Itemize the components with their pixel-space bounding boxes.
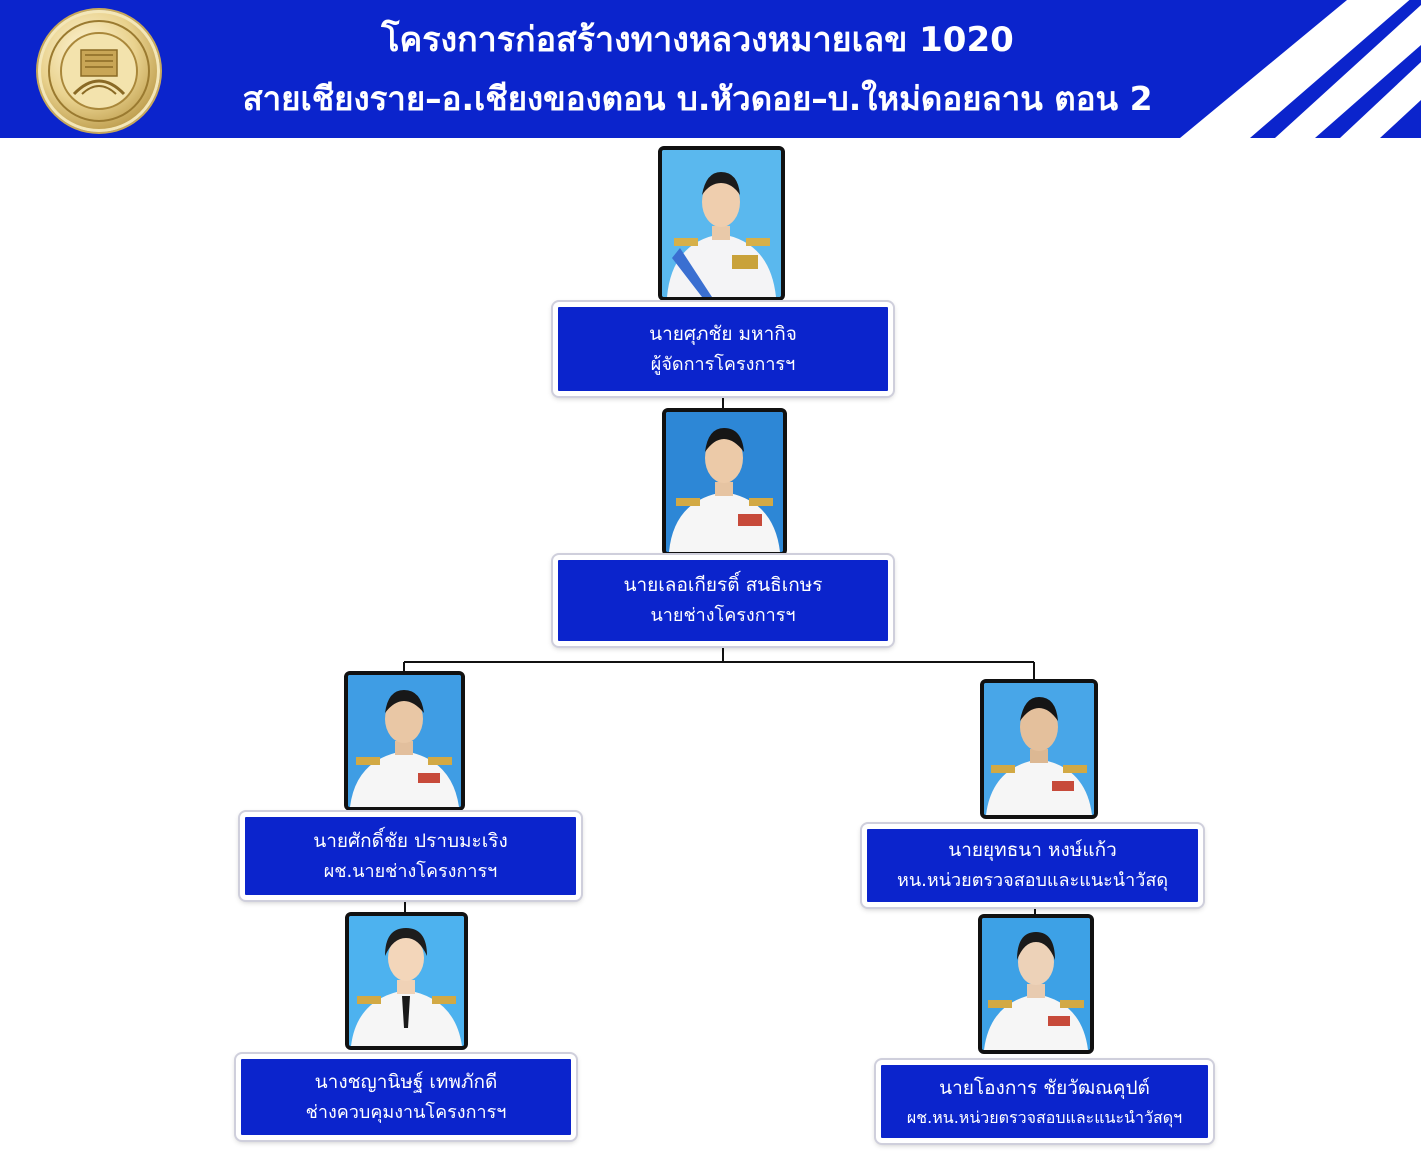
header-banner: โครงการก่อสร้างทางหลวงหมายเลข 1020 สายเช… [0, 0, 1421, 138]
card-work-supervisor: นางชญานิษฐ์ เทพภักดี ช่างควบคุมงานโครงกา… [236, 1054, 576, 1140]
card-project-engineer: นายเลอเกียรติ์ สนธิเกษร นายช่างโครงการฯ [553, 555, 893, 646]
page-subtitle: สายเชียงราย–อ.เชียงของตอน บ.หัวดอย–บ.ใหม… [242, 79, 1153, 118]
member-position: หน.หน่วยตรวจสอบและแนะนำวัสดุ [896, 870, 1169, 892]
member-position: ผู้จัดการโครงการฯ [650, 353, 796, 375]
header-stripes [1180, 0, 1421, 138]
member-position: ช่างควบคุมงานโครงการฯ [305, 1101, 507, 1123]
person-photo-icon [348, 675, 461, 807]
photo-project-manager [658, 146, 785, 301]
card-inspection-assistant: นายโองการ ชัยวัฒณคุปต์ ผช.หน.หน่วยตรวจสอ… [876, 1060, 1213, 1143]
card-assistant-engineer: นายศักดิ์ชัย ปราบมะเริง ผช.นายช่างโครงกา… [240, 812, 581, 900]
member-position: นายช่างโครงการฯ [650, 605, 796, 627]
member-name: นายโองการ ชัยวัฒณคุปต์ [939, 1076, 1150, 1099]
photo-inspection-assistant [978, 914, 1094, 1054]
person-photo-icon [982, 918, 1090, 1050]
person-photo-icon [662, 150, 781, 297]
card-inspection-head: นายยุทธนา หงษ์แก้ว หน.หน่วยตรวจสอบและแนะ… [862, 824, 1203, 907]
card-project-manager: นายศุภชัย มหากิจ ผู้จัดการโครงการฯ [553, 302, 893, 396]
person-photo-icon [984, 683, 1094, 815]
member-name: นายศักดิ์ชัย ปราบมะเริง [313, 829, 508, 852]
member-position: ผช.นายช่างโครงการฯ [323, 860, 498, 882]
person-photo-icon [666, 412, 783, 552]
member-name: นายเลอเกียรติ์ สนธิเกษร [623, 574, 823, 597]
member-name: นายศุภชัย มหากิจ [649, 322, 797, 345]
photo-assistant-engineer [344, 671, 465, 811]
person-photo-icon [349, 916, 464, 1046]
member-name: นายยุทธนา หงษ์แก้ว [948, 839, 1117, 862]
member-name: นางชญานิษฐ์ เทพภักดี [314, 1070, 498, 1093]
photo-inspection-head [980, 679, 1098, 819]
photo-project-engineer [662, 408, 787, 556]
member-position: ผช.หน.หน่วยตรวจสอบและแนะนำวัสดุฯ [906, 1108, 1183, 1128]
department-seal-icon [38, 10, 160, 132]
page-title: โครงการก่อสร้างทางหลวงหมายเลข 1020 [381, 20, 1014, 60]
photo-work-supervisor [345, 912, 468, 1050]
